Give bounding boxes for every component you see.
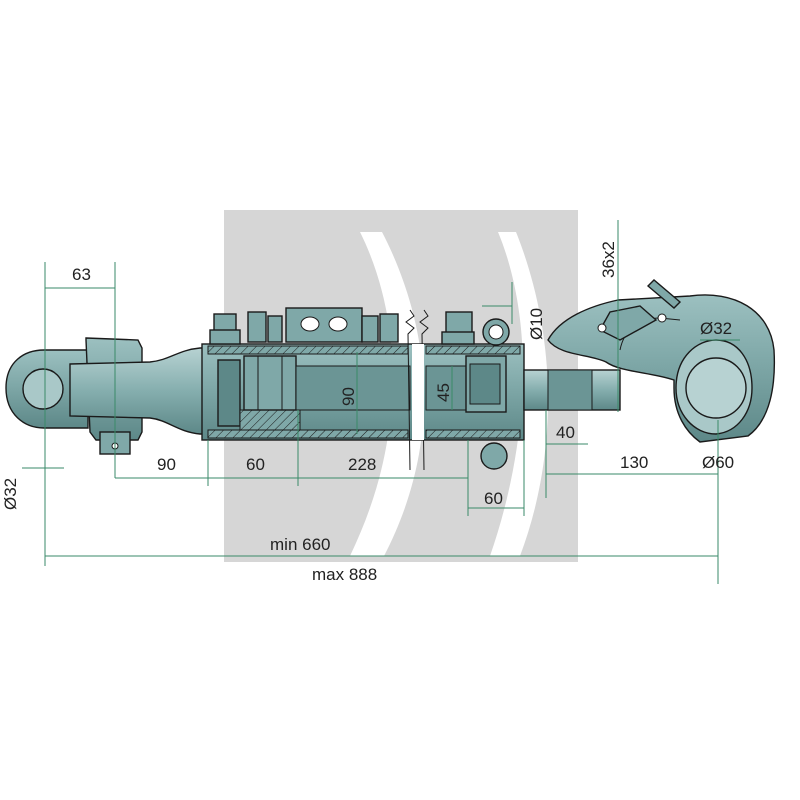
dim-hook-40: 40: [556, 423, 575, 442]
dim-length-min: min 660: [270, 535, 330, 554]
hook-bore-icon: [685, 357, 747, 419]
dim-eye-bore: Ø32: [1, 478, 20, 510]
dim-inner-90: 90: [339, 387, 358, 406]
dimension-lines: [22, 220, 740, 584]
dim-pin-diameter: Ø10: [527, 308, 546, 340]
dim-length-max: max 888: [312, 565, 377, 584]
dim-inner-45: 45: [434, 383, 453, 402]
eye-bore-icon: [22, 368, 64, 410]
dimension-labels: 63 36x2 Ø10 Ø32 90 45 90 60 228 60 40 13…: [1, 241, 734, 584]
dim-thread: 36x2: [599, 241, 618, 278]
hydraulic-cylinder: [201, 307, 525, 471]
dim-seg-60: 60: [246, 455, 265, 474]
dim-pin-offset-60: 60: [484, 489, 503, 508]
dim-hook-outer: Ø60: [702, 453, 734, 472]
dim-seg-228: 228: [348, 455, 376, 474]
dim-rod-offset: 90: [157, 455, 176, 474]
dim-top-eye-span: 63: [72, 265, 91, 284]
hook-end: [523, 279, 776, 443]
dim-hook-130: 130: [620, 453, 648, 472]
dim-hook-bore: Ø32: [700, 319, 732, 338]
